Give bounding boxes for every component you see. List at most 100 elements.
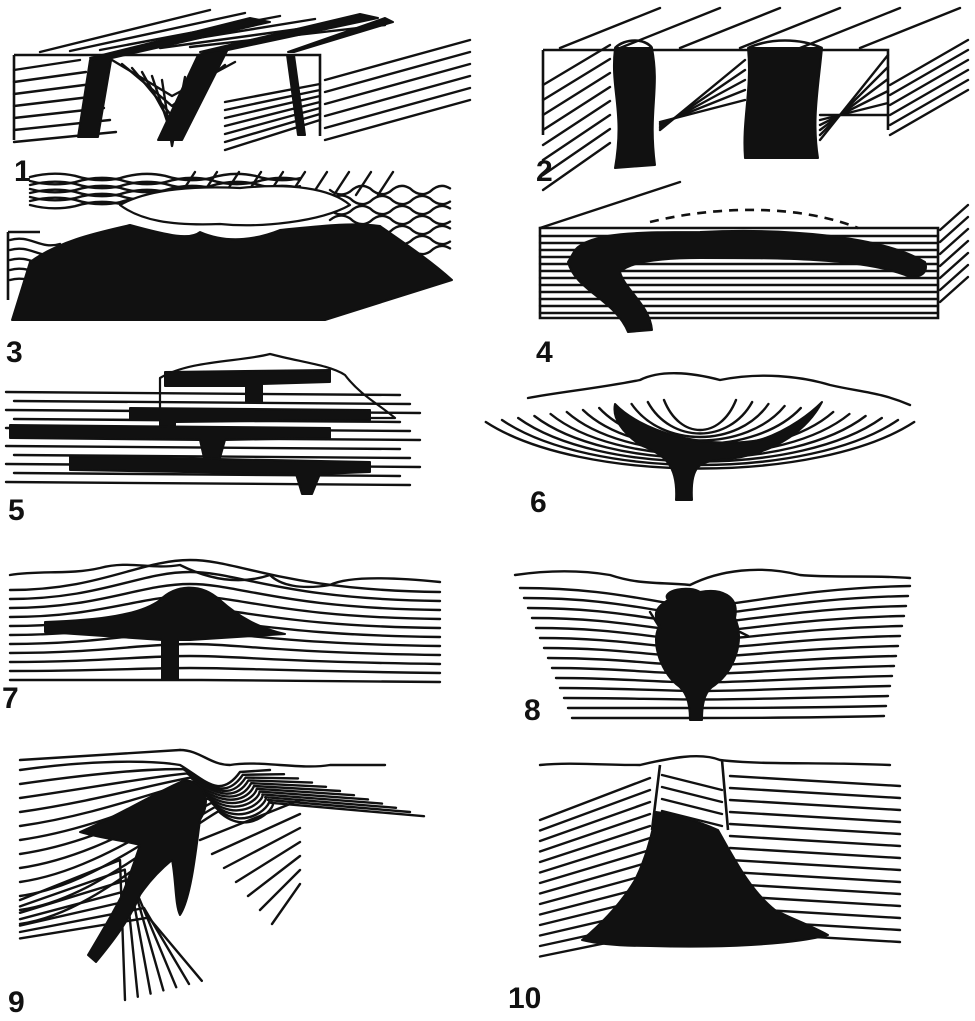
fold-stratum: [18, 767, 286, 790]
side-stratum: [223, 82, 322, 104]
front-stratum: [541, 99, 612, 147]
outer-stratum: [323, 50, 472, 94]
top-stratum: [738, 6, 842, 50]
left-stratum: [538, 812, 652, 853]
outer-stratum: [888, 88, 970, 137]
folded-stratum: [28, 172, 302, 182]
panel-label-3: 3: [6, 336, 23, 369]
right-stratum: [728, 834, 902, 848]
panel-label-2: 2: [536, 155, 553, 188]
stratum-line: [4, 390, 402, 397]
fault-tick: [648, 610, 750, 638]
block-stratum: [660, 809, 724, 828]
block-stratum: [660, 785, 724, 804]
top-edge: [538, 180, 682, 230]
fold-stratum: [18, 760, 272, 788]
front-stratum: [541, 71, 612, 117]
top-stratum: [68, 11, 247, 53]
side-stratum: [938, 215, 970, 244]
right-stratum: [728, 798, 902, 812]
limb-stratum: [18, 858, 127, 1002]
right-stratum: [728, 774, 902, 788]
side-stratum: [938, 239, 970, 268]
dike-top: [199, 13, 379, 53]
limb-stratum: [18, 868, 139, 998]
weathering-tick: [354, 170, 373, 197]
outer-stratum: [888, 68, 970, 117]
surface-line: [18, 748, 182, 762]
front-stratum: [12, 70, 88, 84]
top-stratum: [618, 6, 722, 50]
stock-body: [743, 47, 823, 159]
sagging-stratum: [570, 714, 886, 720]
eroded-dashed: [649, 208, 859, 230]
basin-stratum: [662, 398, 738, 432]
basin-stratum: [646, 400, 754, 435]
surface-line: [538, 755, 892, 767]
limb-stratum: [210, 812, 302, 856]
folded-stratum: [328, 194, 452, 206]
stock-top: [614, 39, 823, 50]
panel-2-stocks: [541, 6, 970, 192]
front-stratum: [12, 130, 118, 144]
limb-stratum: [270, 882, 302, 926]
panel-label-1: 1: [14, 155, 31, 188]
side-stratum: [223, 100, 322, 128]
lopolith: [613, 401, 823, 501]
side-stratum: [223, 106, 322, 136]
fold-stratum: [18, 776, 314, 814]
panel-label-6: 6: [530, 486, 547, 519]
front-stratum: [541, 85, 612, 132]
side-stratum: [938, 263, 970, 292]
arched-stratum: [8, 570, 442, 603]
fold-stratum: [18, 798, 412, 912]
arched-stratum: [8, 678, 442, 684]
left-stratum: [538, 824, 652, 864]
bysmalith: [654, 587, 740, 721]
left-stratum: [538, 860, 652, 895]
folded-stratum: [328, 184, 452, 196]
side-stratum: [938, 227, 970, 256]
top-stratum: [858, 6, 962, 50]
eroded-surface: [118, 185, 352, 227]
top-stratum: [678, 6, 782, 50]
right-stratum: [728, 882, 902, 896]
right-stratum: [728, 786, 902, 800]
front-stratum: [541, 141, 612, 192]
front-stratum: [541, 43, 612, 87]
panel-8-bysmalith: [513, 568, 912, 721]
side-stratum: [938, 275, 970, 304]
right-stratum: [728, 846, 902, 860]
block-stratum: [660, 773, 724, 792]
outer-stratum: [888, 38, 970, 87]
weathering-tick: [376, 170, 395, 197]
left-stratum: [538, 776, 652, 822]
laccolith: [44, 586, 286, 681]
right-stratum: [728, 870, 902, 884]
surface-line: [526, 372, 912, 407]
fold-stratum: [18, 772, 300, 800]
outer-stratum: [888, 48, 970, 97]
outer-stratum: [323, 62, 472, 106]
sagging-stratum: [566, 704, 888, 710]
front-stratum: [541, 113, 612, 162]
dike-top: [89, 17, 271, 59]
side-stratum: [223, 88, 322, 112]
panel-5-sills: [4, 352, 422, 495]
right-stratum: [728, 858, 902, 872]
arched-stratum: [8, 642, 442, 657]
sill-lowest: [69, 455, 371, 495]
batholith: [11, 223, 453, 321]
arched-stratum: [8, 666, 442, 675]
front-stratum: [12, 82, 94, 96]
panel-3-batholith: [6, 170, 453, 321]
sill: [567, 229, 927, 333]
panel-1-dikes: [12, 8, 472, 152]
front-stratum: [818, 65, 890, 137]
sagging-stratum: [562, 694, 890, 701]
dike: [157, 44, 231, 141]
top-stratum: [798, 6, 902, 50]
stratum-line: [12, 471, 402, 478]
surface-line: [513, 568, 912, 587]
